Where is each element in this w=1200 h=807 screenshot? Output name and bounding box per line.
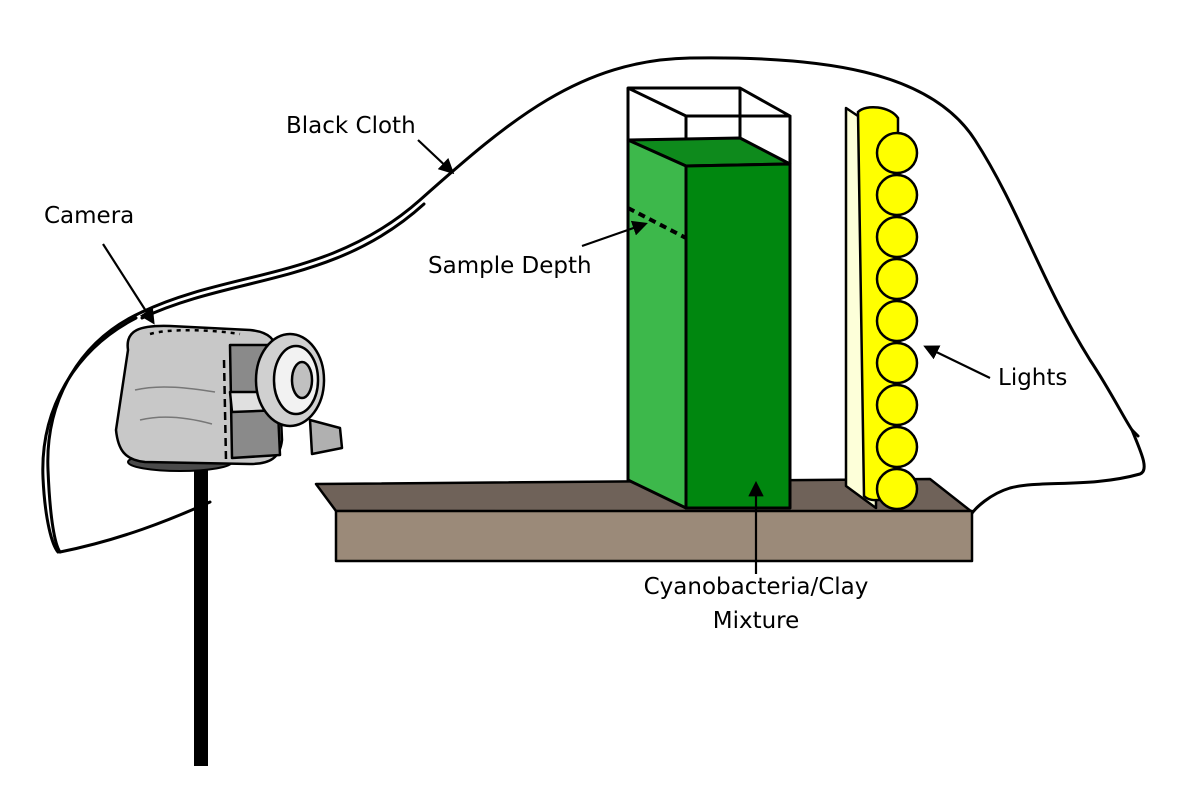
light-bulb-array-icon [856, 105, 919, 511]
arrow-black-cloth [417, 139, 455, 175]
black-cloth [41, 56, 1146, 554]
camcorder-icon [114, 324, 344, 466]
tripod-pole [194, 466, 208, 766]
pointer-arrows [102, 139, 991, 574]
label-sample-depth: Sample Depth [428, 253, 592, 279]
label-black-cloth: Black Cloth [286, 113, 416, 139]
label-mixture-line2: Mixture [713, 608, 800, 634]
arrow-camera [102, 243, 155, 325]
shelf [314, 477, 974, 563]
arrow-sample-depth [581, 220, 648, 248]
label-lights: Lights [998, 365, 1067, 391]
arrow-lights [923, 345, 991, 379]
label-camera: Camera [44, 203, 134, 229]
water-column [626, 86, 792, 510]
label-mixture-line1: Cyanobacteria/Clay [644, 574, 869, 600]
sample-depth-line [627, 206, 687, 240]
